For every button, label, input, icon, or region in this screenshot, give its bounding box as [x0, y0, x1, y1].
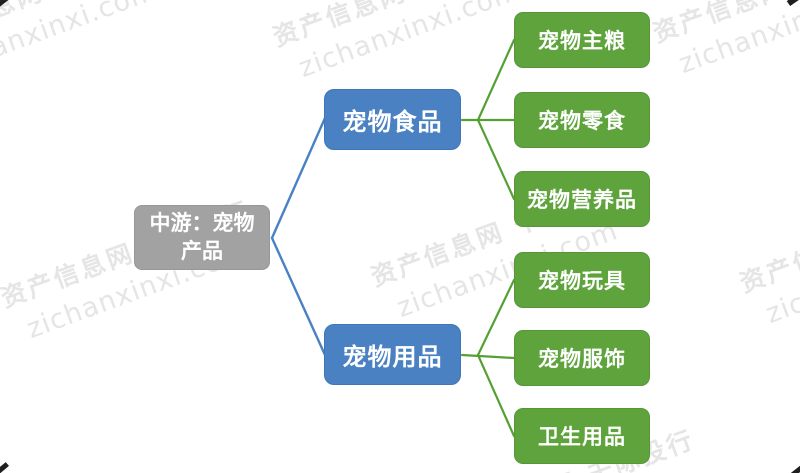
- branch-node-pet-supplies: 宠物用品: [324, 324, 461, 385]
- leaf-node-pet-toys: 宠物玩具: [514, 252, 650, 308]
- leaf-node-hygiene-products: 卫生用品: [514, 408, 650, 464]
- connector-branch1-leaf1: [460, 353, 516, 360]
- leaf-node-pet-nutrition: 宠物营养品: [514, 171, 650, 227]
- connector-branch1-leaf2: [476, 353, 516, 438]
- branch-node-pet-food: 宠物食品: [324, 89, 461, 150]
- leaf-node-pet-clothing: 宠物服饰: [514, 330, 650, 386]
- leaf-node-pet-staple-food: 宠物主粮: [514, 12, 650, 68]
- connector-branch0-leaf0: [476, 38, 516, 122]
- connector-branch1-leaf0: [476, 278, 516, 357]
- connector-branch0-leaf2: [476, 118, 516, 201]
- connector-root-branch1: [270, 236, 327, 357]
- connector-root-branch0: [270, 116, 327, 240]
- leaf-node-pet-snacks: 宠物零食: [514, 92, 650, 148]
- root-node-midstream-pet-products: 中游：宠物产品: [134, 205, 270, 270]
